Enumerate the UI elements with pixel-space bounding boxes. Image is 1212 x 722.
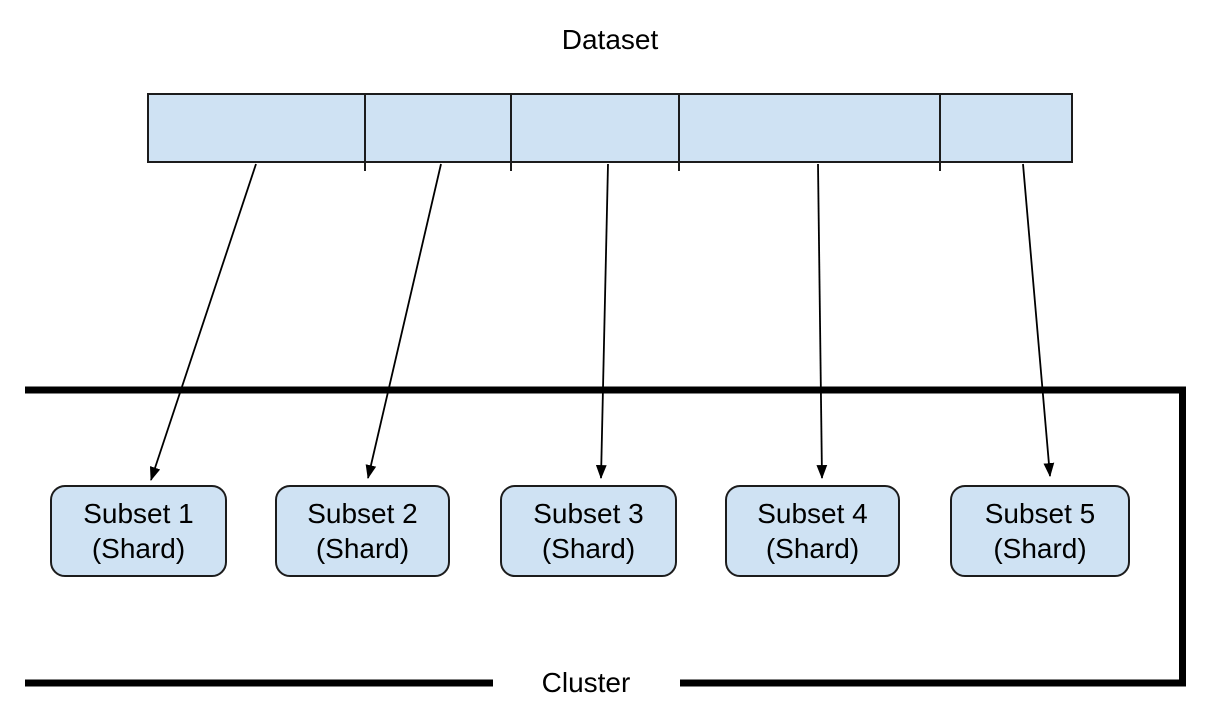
shard-arrow-5	[1022, 163, 1055, 478]
segment-divider	[364, 95, 366, 171]
subset-name: Subset 3	[533, 498, 644, 529]
subset-box-2: Subset 2 (Shard)	[275, 485, 450, 577]
subset-type: (Shard)	[315, 533, 410, 564]
shard-arrow-3	[595, 163, 609, 480]
dataset-bar	[147, 93, 1073, 171]
shard-arrow-4	[816, 163, 828, 480]
subset-name: Subset 2	[307, 498, 418, 529]
subset-type: (Shard)	[541, 533, 636, 564]
subset-type: (Shard)	[91, 533, 186, 564]
subset-name: Subset 5	[984, 498, 1096, 529]
subset-name: Subset 4	[757, 498, 868, 529]
cluster-label: Cluster	[541, 667, 631, 698]
subset-type: (Shard)	[765, 533, 860, 564]
shard-arrow-2	[365, 163, 442, 480]
segment-divider	[678, 95, 680, 171]
shard-arrow-1	[149, 163, 257, 482]
segment-divider	[939, 95, 941, 171]
segment-divider	[510, 95, 512, 171]
subset-type: (Shard)	[993, 533, 1087, 564]
subset-box-4: Subset 4 (Shard)	[725, 485, 900, 577]
subset-box-1: Subset 1 (Shard)	[50, 485, 227, 577]
subset-name: Subset 1	[83, 498, 194, 529]
subset-box-3: Subset 3 (Shard)	[500, 485, 677, 577]
dataset-title: Dataset	[561, 24, 659, 55]
subset-box-5: Subset 5 (Shard)	[950, 485, 1130, 577]
